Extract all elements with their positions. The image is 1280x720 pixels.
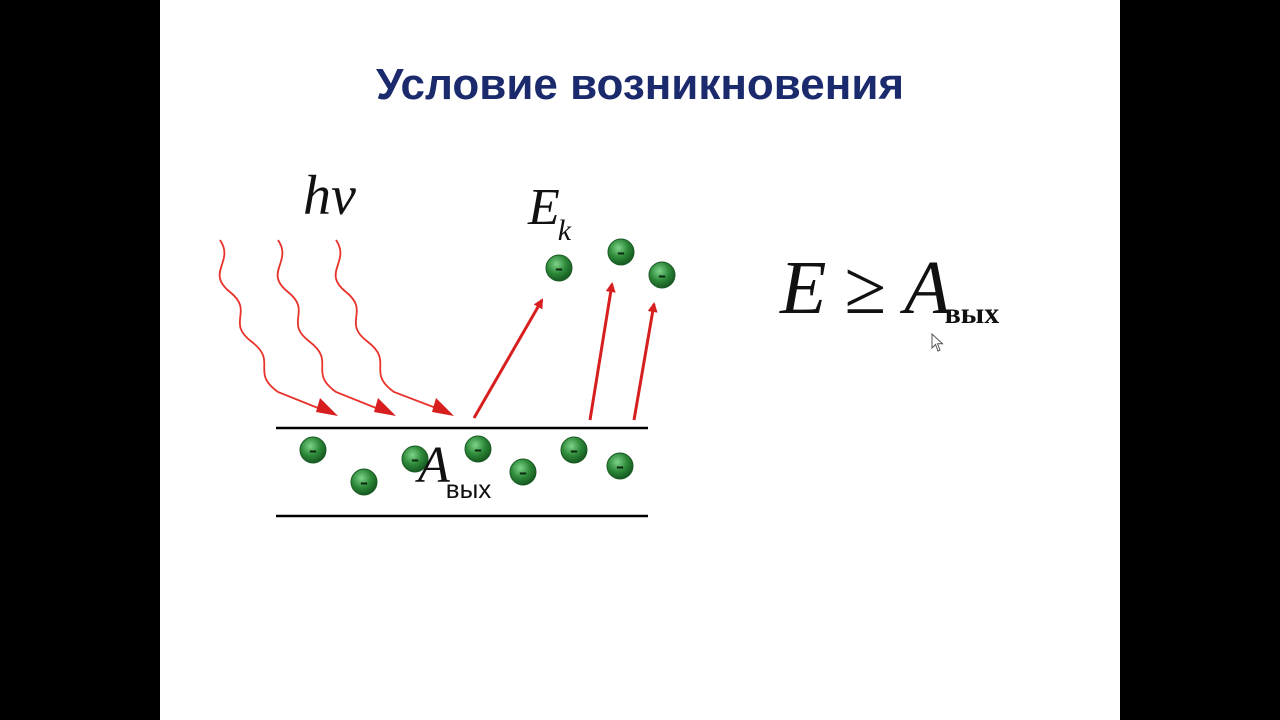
svg-text:–: –	[658, 266, 666, 285]
svg-text:–: –	[309, 441, 317, 460]
slide-title: Условие возникновения	[375, 60, 905, 109]
photon-wave-3	[334, 239, 437, 409]
formula-energy: E	[780, 246, 827, 330]
formula-work-subscript: вых	[944, 297, 1000, 330]
electron-icon: –	[299, 436, 327, 464]
svg-text:–: –	[616, 457, 624, 476]
emission-arrow-2	[588, 282, 616, 421]
electron-icon: –	[350, 468, 378, 496]
electron-icon: –	[560, 436, 588, 464]
emission-arrows	[472, 282, 658, 421]
work-function-subscript: вых	[445, 474, 492, 504]
emission-arrow-1	[472, 298, 544, 419]
svg-text:–: –	[555, 259, 563, 278]
electron-icon: –	[509, 458, 537, 486]
wavy-arrow-icon	[432, 398, 454, 416]
metal-electrons: – – – – – – –	[299, 435, 634, 496]
electron-icon: –	[606, 452, 634, 480]
work-function-label: Aвых	[418, 437, 495, 503]
photon-wave-2	[276, 239, 377, 409]
kinetic-energy-label: Ek	[528, 179, 573, 246]
formula-work: A	[904, 246, 951, 330]
kinetic-energy-symbol: E	[528, 179, 560, 236]
kinetic-energy-subscript: k	[557, 214, 572, 247]
svg-text:–: –	[617, 243, 625, 262]
wavy-arrow-icon	[374, 398, 396, 416]
slide: Условие возникновения	[160, 0, 1120, 720]
svg-text:–: –	[474, 440, 482, 459]
photoeffect-diagram: – – – – – – – – – –	[218, 238, 676, 518]
svg-text:–: –	[570, 441, 578, 460]
electron-icon: –	[607, 238, 635, 266]
work-function-symbol: A	[418, 437, 450, 494]
electron-icon: –	[401, 445, 429, 473]
emission-arrow-3	[632, 302, 658, 421]
electron-icon: –	[464, 435, 492, 463]
electron-icon: –	[545, 254, 573, 282]
svg-text:–: –	[519, 463, 527, 482]
mouse-cursor-icon	[931, 333, 944, 352]
wavy-arrow-icon	[316, 398, 338, 416]
svg-text:–: –	[360, 473, 368, 492]
photon-arrowheads	[316, 398, 454, 416]
svg-text:–: –	[411, 450, 419, 469]
photon-wave-1	[218, 239, 319, 409]
photon-wave-group	[218, 239, 437, 409]
formula-operator: ≥	[844, 246, 887, 330]
emitted-electrons: – – –	[545, 238, 676, 289]
electron-icon: –	[648, 261, 676, 289]
condition-formula: E≥Aвых	[780, 250, 1005, 329]
photon-energy-label: hv	[303, 165, 356, 227]
